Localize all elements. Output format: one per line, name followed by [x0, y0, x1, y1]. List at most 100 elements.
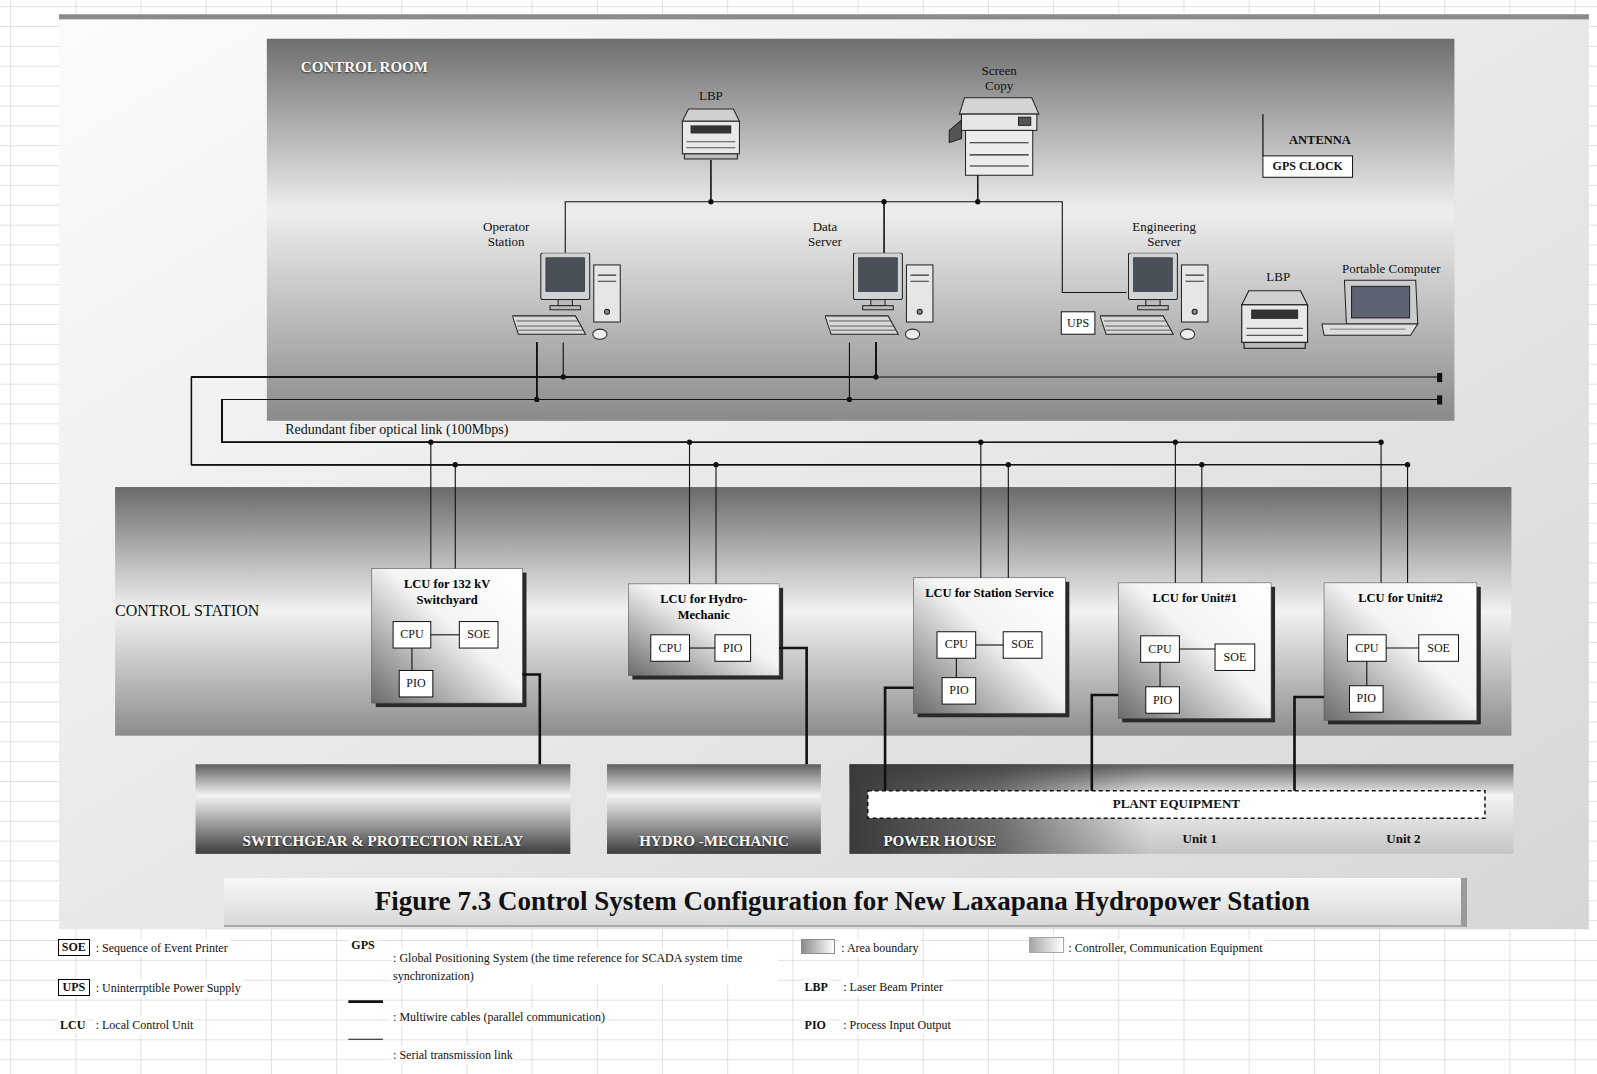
node-shape — [372, 569, 523, 704]
device-label: Operator Station — [474, 220, 539, 250]
node-shape — [1263, 156, 1353, 177]
legend-item: : Local Control Unit — [94, 1015, 196, 1034]
device-label: ANTENNA — [1269, 133, 1371, 148]
serial-link — [222, 342, 1175, 582]
legend-text: : Laser Beam Printer — [841, 978, 945, 996]
module-box: CPU — [937, 632, 976, 658]
multiwire-cable — [1295, 697, 1325, 791]
legend-text: : Controller, Communication Equipment — [1066, 939, 1264, 957]
label-wrap: GPS — [349, 935, 384, 953]
node-shape — [1118, 583, 1271, 719]
lcu-box: CPUSOEPIOLCU for Unit#1 — [1118, 583, 1271, 719]
legend-item: : Sequence of Event Printer — [94, 938, 230, 957]
multiwire-cable — [522, 675, 539, 765]
lcu-box: CPUSOEPIOLCU for 132 kV Switchyard — [372, 569, 523, 704]
node-text: UPS — [1061, 316, 1095, 331]
node-text: GPS CLOCK — [1263, 159, 1353, 174]
device: Operator Station — [512, 253, 632, 343]
printer-icon — [1242, 291, 1308, 349]
serial-link — [222, 342, 537, 568]
legend-item: : Uninterrptible Power Supply — [94, 978, 243, 997]
serial-link — [191, 342, 1407, 582]
legend-line-sample — [348, 1002, 383, 1040]
legend-swatch — [1029, 937, 1065, 952]
device-label: Data Server — [800, 220, 851, 250]
unit-label: Unit 2 — [1384, 831, 1422, 847]
node-shape — [1003, 632, 1042, 658]
node-shape — [196, 764, 571, 854]
printer-icon — [682, 109, 739, 159]
node-text: POWER HOUSE — [883, 833, 1183, 850]
device-label: Engineering Server — [1123, 220, 1204, 250]
node-shape — [1349, 686, 1383, 712]
multiwire-cable — [885, 688, 914, 791]
area-region: CPUSOEPIOLCU for 132 kV SwitchyardCPUPIO… — [115, 487, 1511, 736]
legend-text: : Area boundary — [839, 939, 920, 957]
serial-link — [431, 634, 460, 635]
device: LBP — [1237, 288, 1311, 349]
serial-link — [976, 644, 1004, 645]
serial-link — [1366, 661, 1367, 685]
node-shape — [1061, 312, 1095, 334]
module-box: SOE — [1215, 644, 1255, 670]
module-box: PIO — [942, 678, 976, 704]
node-text: CONTROL ROOM — [301, 59, 601, 76]
device: Engineering Server — [1126, 253, 1220, 343]
panel-top — [59, 14, 1589, 19]
node-shape — [115, 487, 1511, 736]
serial-link — [222, 342, 1381, 582]
equipment-band: SWITCHGEAR & PROTECTION RELAY — [196, 764, 571, 854]
equipment-band: HYDRO -MECHANIC — [607, 764, 821, 854]
serial-link — [884, 175, 978, 252]
node-shape — [1146, 687, 1180, 713]
device-label: LBP — [1237, 270, 1318, 285]
fiber-ring — [191, 342, 1440, 464]
serial-link — [191, 342, 875, 568]
module-box: UPS — [1061, 312, 1095, 334]
module-box: CPU — [1141, 636, 1180, 662]
node-shape — [399, 670, 433, 696]
lcu-box: CPUSOEPIOLCU for Unit#2 — [1324, 583, 1477, 721]
serial-link — [191, 342, 1008, 577]
legend-key: SOE — [58, 939, 90, 956]
legend-item: : Global Positioning System (the time re… — [391, 949, 778, 985]
legend-key: LCU — [58, 1018, 87, 1033]
legend-text: : Uninterrptible Power Supply — [94, 979, 243, 997]
node-shape — [937, 632, 976, 658]
legend-item: : Process Input Output — [841, 1015, 953, 1034]
label-wrap: LCU — [58, 1015, 93, 1033]
serial-link — [689, 647, 714, 648]
legend-text: : Serial transmission link — [391, 1046, 515, 1064]
module-box: CPU — [1347, 635, 1386, 661]
node-text: PIO — [942, 683, 976, 698]
node-shape — [914, 578, 1066, 714]
serial-link — [1179, 649, 1215, 650]
node-shape — [1215, 644, 1255, 670]
node-text: CONTROL STATION — [115, 602, 1511, 620]
node-text: CPU — [1347, 641, 1386, 656]
node-shape — [715, 635, 751, 661]
module-box: PIO — [1349, 686, 1383, 712]
node-text: PIO — [1349, 691, 1383, 706]
device: Screen Copy — [952, 97, 1044, 175]
node-shape — [651, 635, 690, 661]
bus-end-cap — [1437, 373, 1442, 405]
plant-equipment-box: PLANT EQUIPMENT — [868, 791, 1485, 819]
module-box: SOE — [459, 622, 498, 648]
serial-link — [565, 160, 711, 253]
lcu-box: CPUPIOLCU for Hydro-Mechanic — [628, 584, 779, 676]
node-shape — [1324, 583, 1477, 721]
module-box: PIO — [715, 635, 751, 661]
legend-item: : Controller, Communication Equipment — [1066, 938, 1264, 957]
serial-link — [1386, 647, 1419, 648]
node-text: CPU — [937, 637, 976, 652]
multiwire-cable — [779, 648, 807, 764]
node-shape — [1419, 635, 1459, 661]
legend-key: GPS — [349, 938, 376, 953]
module-box: SOE — [1419, 635, 1459, 661]
legend-text: : Global Positioning System (the time re… — [391, 949, 778, 985]
node-text: SOE — [1419, 641, 1459, 656]
serial-link — [191, 342, 875, 584]
node-shape — [628, 584, 779, 676]
node-shape — [459, 622, 498, 648]
